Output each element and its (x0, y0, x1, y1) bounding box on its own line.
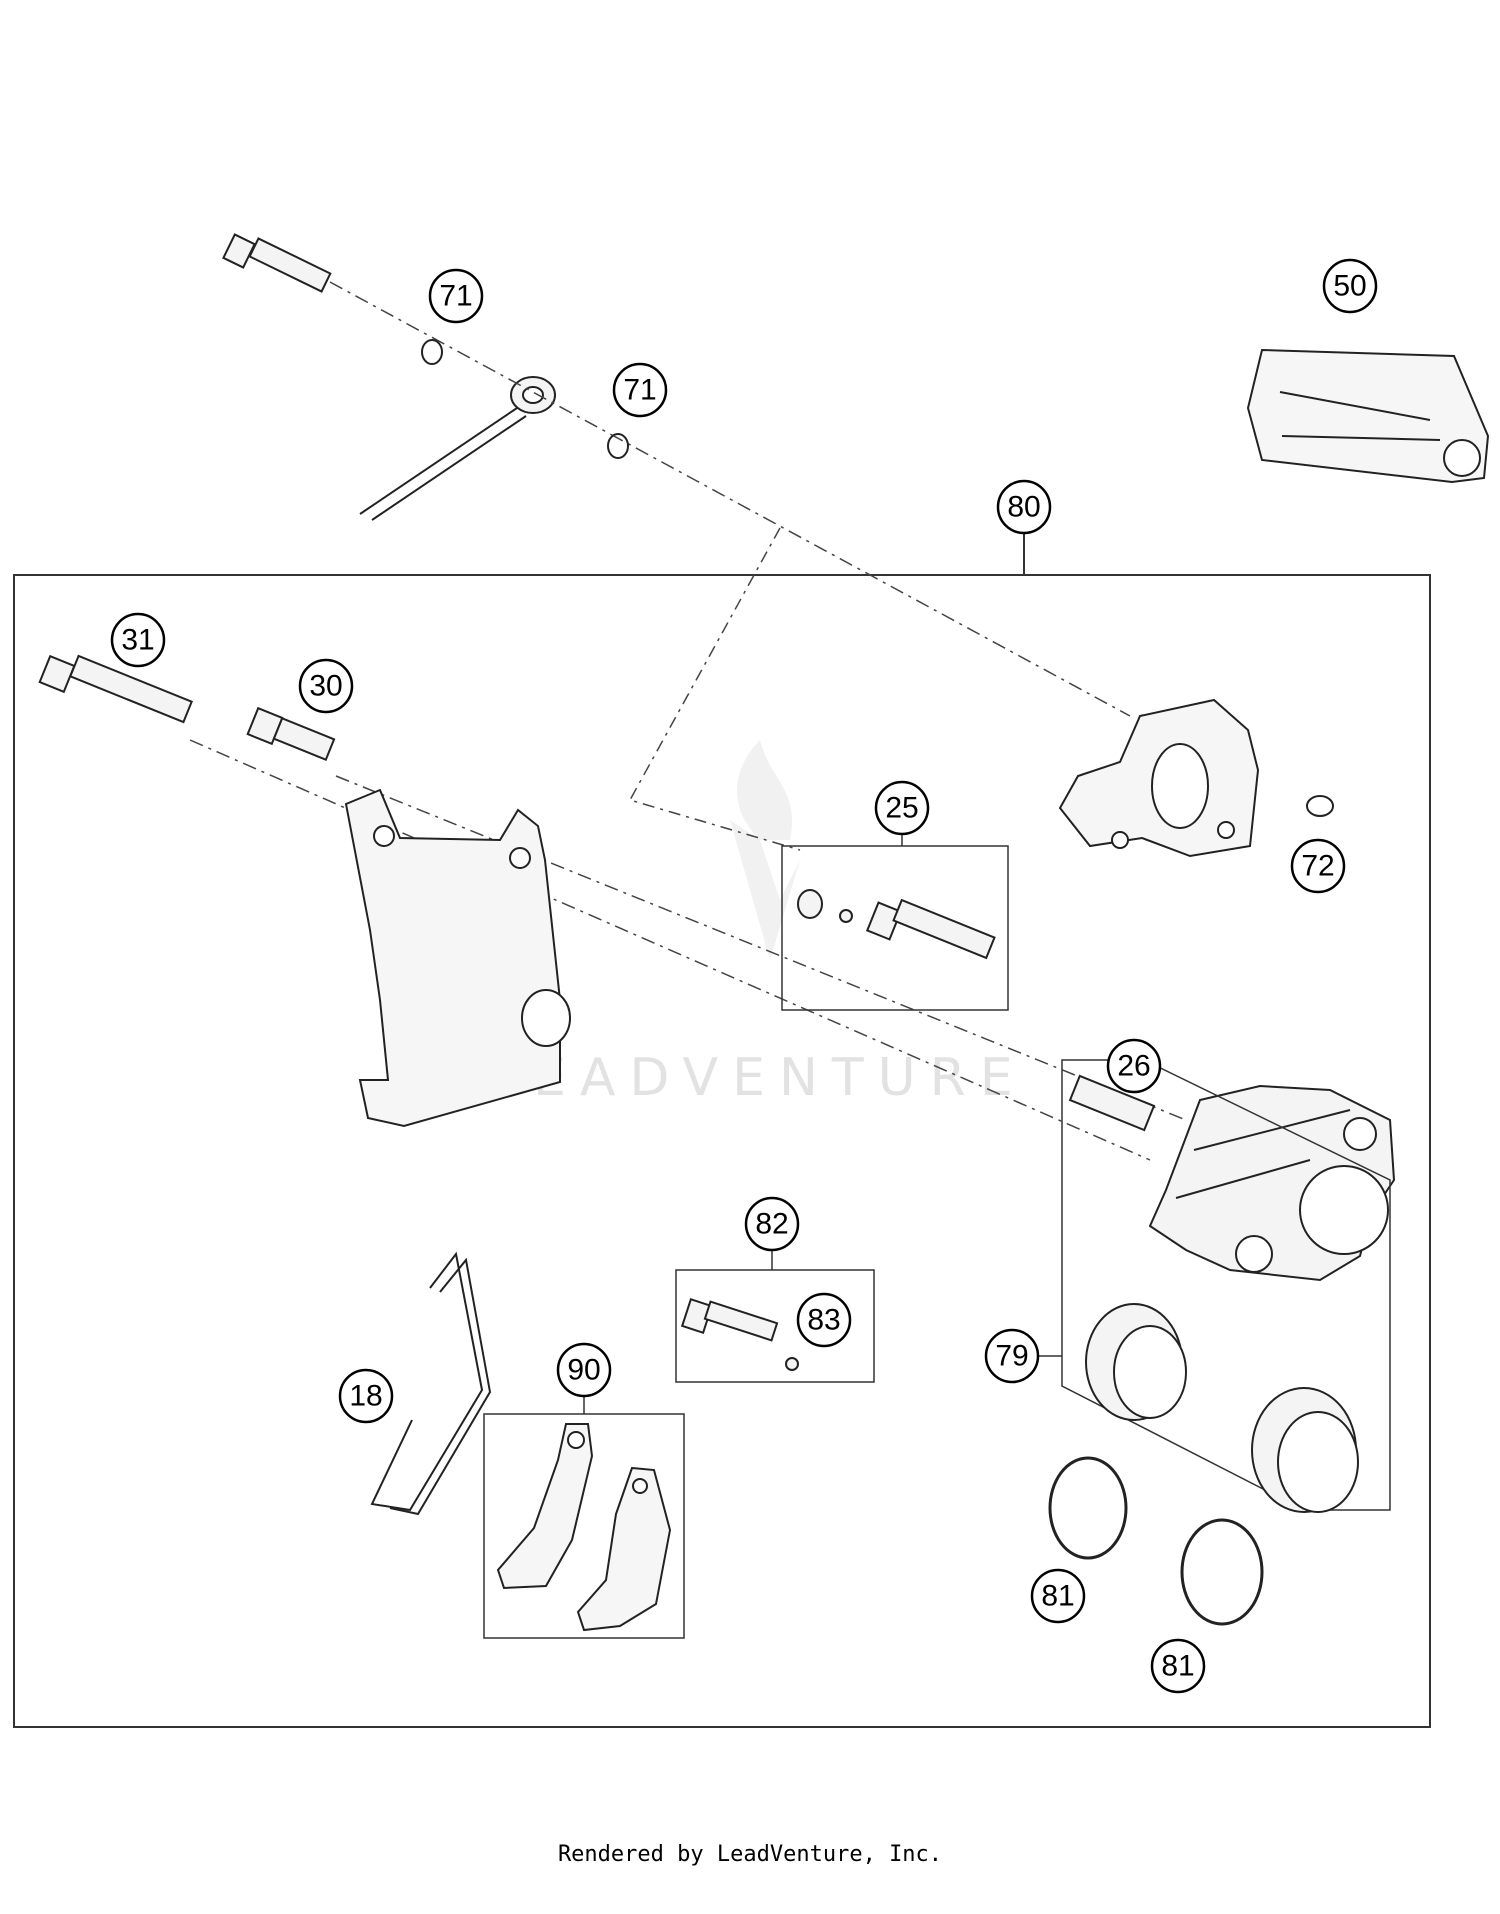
callout-label: 25 (885, 792, 918, 825)
callout-label: 79 (995, 1340, 1028, 1373)
bolt-30-part (246, 706, 336, 761)
callout-90[interactable]: 90 (556, 1342, 612, 1398)
piston-79-upper (1085, 1303, 1187, 1421)
callout-50[interactable]: 50 (1322, 258, 1378, 314)
caliper-housing-part (1058, 698, 1260, 858)
bolt-26-part (1068, 1074, 1156, 1132)
callout-label: 26 (1117, 1050, 1150, 1083)
brake-guard-part (1246, 348, 1490, 484)
callout-79[interactable]: 79 (984, 1328, 1040, 1384)
watermark-text: LEADVENTURE (490, 1048, 1027, 1108)
pin-25-part (797, 889, 996, 960)
callout-30[interactable]: 30 (298, 658, 354, 714)
o-ring-72 (1306, 795, 1334, 817)
callout-label: 83 (807, 1304, 840, 1337)
callout-80[interactable]: 80 (996, 479, 1052, 535)
callout-label: 80 (1007, 491, 1040, 524)
banjo-bolt-hose (222, 233, 556, 521)
callout-71-upper[interactable]: 71 (428, 268, 484, 324)
piston-79-lower (1251, 1387, 1359, 1513)
callout-label: 30 (309, 670, 342, 703)
caliper-bracket-part (344, 788, 571, 1128)
callout-72[interactable]: 72 (1290, 838, 1346, 894)
callout-71-lower[interactable]: 71 (612, 362, 668, 418)
callout-83[interactable]: 83 (796, 1292, 852, 1348)
callout-label: 72 (1301, 850, 1334, 883)
callout-81-left[interactable]: 81 (1030, 1568, 1086, 1624)
callout-label: 31 (121, 624, 154, 657)
pad-spring-18-part (370, 1251, 492, 1516)
callout-label: 90 (567, 1354, 600, 1387)
washer-71-lower (607, 433, 629, 459)
callout-label: 82 (755, 1208, 788, 1241)
brake-caliper-part (1148, 1084, 1396, 1282)
callout-18[interactable]: 18 (338, 1368, 394, 1424)
callout-label: 50 (1333, 270, 1366, 303)
callout-label: 71 (623, 374, 656, 407)
dash-hose-axis (329, 281, 1131, 717)
callout-label: 71 (439, 280, 472, 313)
watermark-logo (730, 740, 800, 960)
render-credit: Rendered by LeadVenture, Inc. (557, 1842, 943, 1867)
bolt-31-part (38, 654, 193, 724)
brake-pads-part (496, 1423, 672, 1632)
callout-label: 81 (1161, 1650, 1194, 1683)
callout-82[interactable]: 82 (744, 1196, 800, 1252)
callout-81-right[interactable]: 81 (1150, 1638, 1206, 1694)
callout-label: 18 (349, 1380, 382, 1413)
callout-25[interactable]: 25 (874, 780, 930, 836)
box-82 (675, 1269, 875, 1383)
seal-81-left (1048, 1456, 1128, 1560)
callout-31[interactable]: 31 (110, 612, 166, 668)
clip-83-part (785, 1357, 799, 1371)
seal-81-right (1180, 1518, 1264, 1626)
washer-71-upper (421, 339, 443, 365)
assembly-frame (13, 574, 1431, 1728)
callout-26[interactable]: 26 (1106, 1038, 1162, 1094)
pin-82-part (680, 1298, 779, 1342)
box-25 (781, 845, 1009, 1011)
callout-label: 81 (1041, 1580, 1074, 1613)
dash-bolt30-axis (335, 775, 1187, 1121)
